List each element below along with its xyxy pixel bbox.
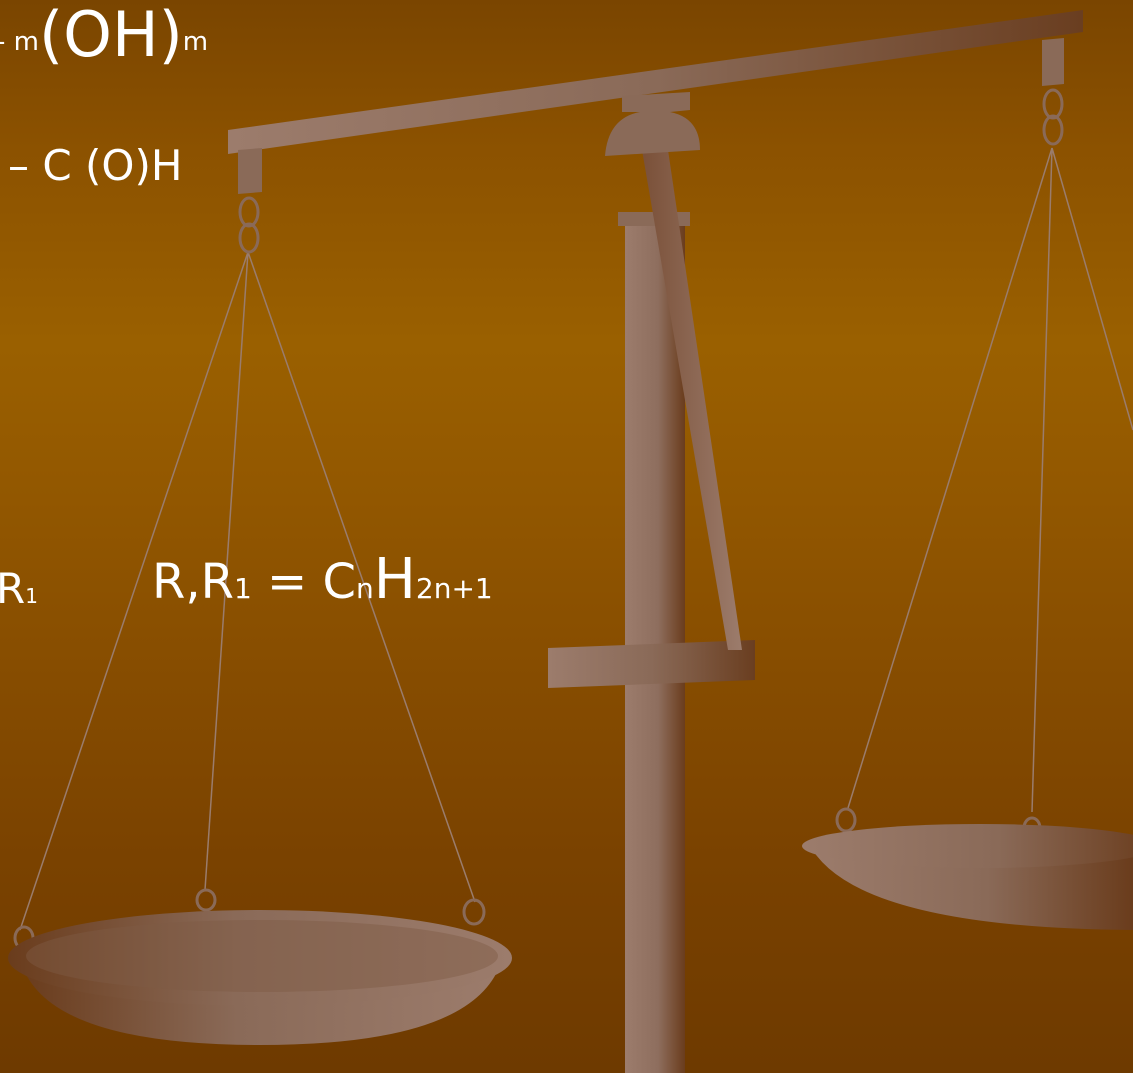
formula-aldehyde: – C (O)H bbox=[8, 145, 182, 187]
formula-4-part2: = C bbox=[251, 554, 357, 610]
formula-4-part3: H bbox=[373, 547, 416, 612]
left-pan-rim bbox=[8, 910, 512, 1006]
formula-1-lead: - m bbox=[0, 27, 39, 57]
formula-alkyl-definition: R,R1 = CnH2n+1 bbox=[152, 552, 493, 608]
right-hanger bbox=[1042, 38, 1064, 86]
scale-fulcrum bbox=[605, 92, 700, 156]
scale-beam bbox=[228, 10, 1083, 154]
formula-fragment: R1 bbox=[0, 568, 38, 610]
formula-1-sub: m bbox=[182, 27, 209, 57]
right-pan-rim bbox=[802, 824, 1133, 868]
formula-3-char: R bbox=[0, 564, 26, 613]
scale-crossbar bbox=[548, 640, 755, 688]
formula-1-group: (OH) bbox=[38, 0, 183, 71]
formula-2-text: – C (O)H bbox=[8, 141, 183, 190]
scale-pointer bbox=[642, 150, 742, 650]
right-pan-strings bbox=[847, 147, 1133, 813]
formula-4-sub2: n bbox=[356, 572, 374, 605]
left-pan-strings bbox=[19, 251, 476, 931]
formula-4-sub1: 1 bbox=[233, 572, 252, 605]
formula-4-part1: R,R bbox=[152, 554, 234, 610]
left-hanger bbox=[238, 148, 262, 194]
formula-hydroxyl: - m(OH)m bbox=[0, 4, 208, 66]
formula-3-sub: 1 bbox=[25, 584, 38, 608]
left-hanger-links bbox=[238, 196, 260, 254]
right-hanger-links bbox=[1042, 88, 1064, 146]
formula-4-sub3: 2n+1 bbox=[415, 572, 493, 605]
